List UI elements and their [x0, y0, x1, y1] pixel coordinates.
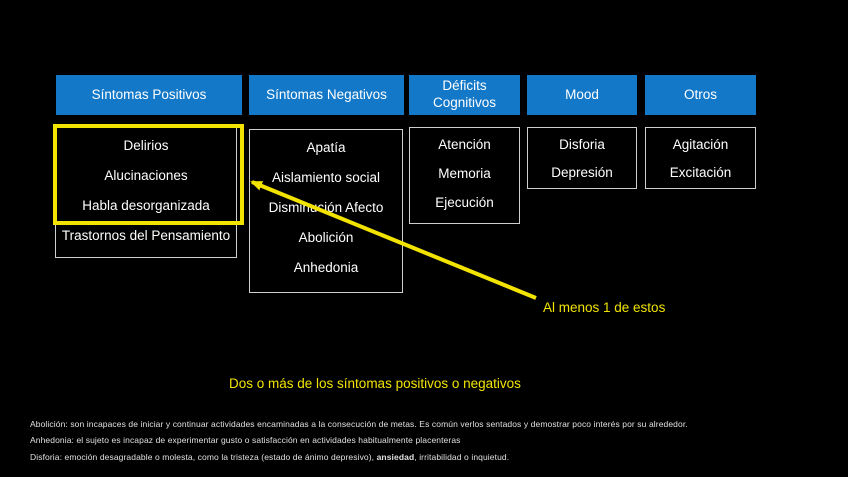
highlight-box	[53, 124, 244, 225]
item-disforia: Disforia	[559, 136, 605, 152]
box-deficits-cognitivos: Atención Memoria Ejecución	[409, 127, 520, 224]
footnote-disforia-bold: ansiedad	[376, 452, 415, 462]
footnote-disforia-suffix: , irritabilidad o inquietud.	[414, 452, 510, 462]
footnote-anhedonia: Anhedonia: el sujeto es incapaz de exper…	[30, 435, 461, 445]
box-otros: Agitación Excitación	[645, 127, 756, 189]
item-atencion: Atención	[438, 137, 491, 152]
item-aislamiento-social: Aislamiento social	[271, 169, 381, 185]
item-apatia: Apatía	[306, 139, 346, 155]
item-agitacion: Agitación	[672, 136, 729, 152]
item-disminucion-afecto: Disminución Afecto	[268, 199, 384, 215]
item-depresion: Depresión	[551, 164, 613, 180]
footnote-abolicion: Abolición: son incapaces de iniciar y co…	[30, 419, 688, 429]
item-habla-desorganizada: Habla desorganizada	[82, 197, 210, 213]
item-anhedonia: Anhedonia	[293, 259, 359, 275]
header-sintomas-negativos: Síntomas Negativos	[249, 75, 404, 115]
box-mood: Disforia Depresión	[527, 127, 637, 189]
header-otros: Otros	[645, 75, 756, 115]
footnote-disforia: Disforia: emoción desagradable o molesta…	[30, 452, 509, 462]
item-abolicion: Abolición	[298, 229, 354, 245]
footnote-disforia-prefix: Disforia: emoción desagradable o molesta…	[30, 452, 377, 462]
item-trastornos-pensamiento: Trastornos del Pensamiento	[61, 227, 231, 243]
criteria-note: Dos o más de los síntomas positivos o ne…	[229, 376, 521, 391]
box-sintomas-positivos: Delirios Alucinaciones Habla desorganiza…	[55, 127, 237, 258]
header-deficits-cognitivos: Déficits Cognitivos	[409, 75, 520, 115]
box-sintomas-negativos: Apatía Aislamiento social Disminución Af…	[249, 129, 403, 293]
item-excitacion: Excitación	[669, 164, 732, 180]
item-delirios: Delirios	[123, 137, 169, 153]
arrow-label: Al menos 1 de estos	[543, 300, 666, 315]
item-memoria: Memoria	[438, 166, 491, 181]
item-ejecucion: Ejecución	[435, 195, 494, 210]
header-mood: Mood	[527, 75, 637, 115]
item-alucinaciones: Alucinaciones	[104, 167, 188, 183]
header-sintomas-positivos: Síntomas Positivos	[56, 75, 242, 115]
